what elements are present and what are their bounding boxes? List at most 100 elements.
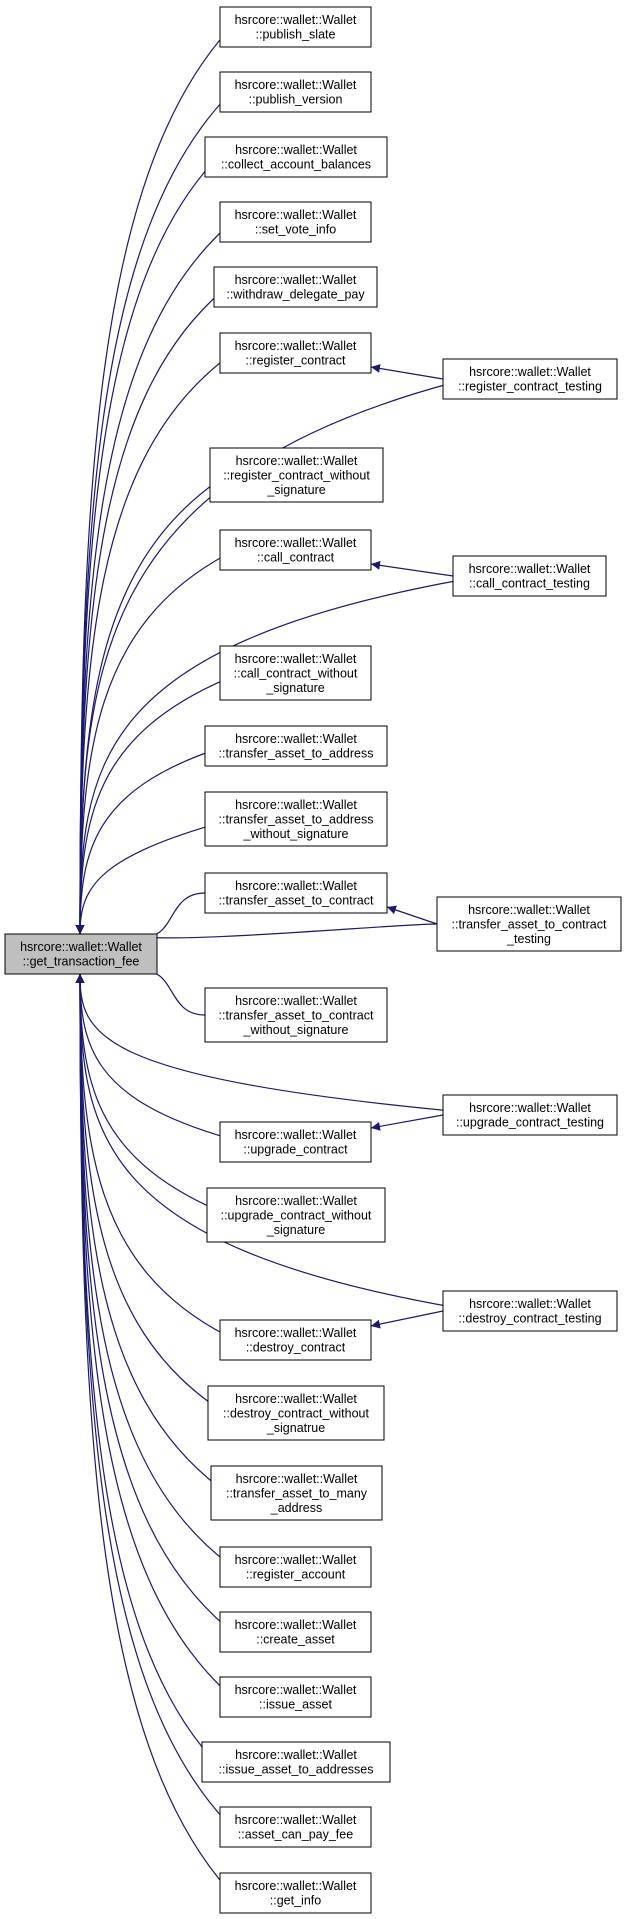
node-publish-slate[interactable]: hsrcore::wallet::Wallet::publish_slate bbox=[219, 6, 372, 48]
node-label-line: hsrcore::wallet::Wallet bbox=[235, 879, 357, 893]
node-destroy-contract[interactable]: hsrcore::wallet::Wallet::destroy_contrac… bbox=[219, 1319, 372, 1361]
node-label-line: hsrcore::wallet::Wallet bbox=[235, 536, 357, 550]
edge-withdraw-delegate-pay-to-root bbox=[75, 290, 223, 935]
node-label-line: _signature bbox=[266, 483, 325, 497]
node-label-line: ::upgrade_contract bbox=[243, 1143, 348, 1157]
edge-issue-asset-to-addresses-to-root bbox=[75, 973, 212, 1759]
node-label-line: ::transfer_asset_to_address bbox=[219, 747, 374, 761]
node-label-line: hsrcore::wallet::Wallet bbox=[236, 1472, 358, 1486]
node-label-line: hsrcore::wallet::Wallet bbox=[235, 1879, 357, 1893]
edge-transfer-asset-to-contract-testing-to-transfer-asset-to-contract bbox=[386, 905, 438, 925]
edge-asset-can-pay-fee-to-root bbox=[75, 973, 228, 1824]
node-transfer-asset-to-contract-testing[interactable]: hsrcore::wallet::Wallet::transfer_asset_… bbox=[436, 896, 622, 952]
node-issue-asset-to-addresses[interactable]: hsrcore::wallet::Wallet::issue_asset_to_… bbox=[201, 1741, 391, 1783]
node-label-line: ::transfer_asset_to_address bbox=[219, 812, 374, 826]
node-box bbox=[219, 71, 372, 113]
node-label-line: hsrcore::wallet::Wallet bbox=[469, 1297, 591, 1311]
node-label-line: ::call_contract bbox=[257, 551, 335, 565]
node-label-line: ::get_transaction_fee bbox=[23, 955, 140, 969]
node-label-line: _signature bbox=[265, 681, 324, 695]
node-label-line: hsrcore::wallet::Wallet bbox=[235, 1326, 357, 1340]
node-upgrade-contract-testing[interactable]: hsrcore::wallet::Wallet::upgrade_contrac… bbox=[442, 1094, 618, 1136]
edge-register-contract-testing-to-register-contract bbox=[370, 364, 444, 380]
node-label-line: hsrcore::wallet::Wallet bbox=[235, 1683, 357, 1697]
node-asset-can-pay-fee[interactable]: hsrcore::wallet::Wallet::asset_can_pay_f… bbox=[219, 1806, 372, 1848]
node-register-contract-without-signature[interactable]: hsrcore::wallet::Wallet::register_contra… bbox=[209, 447, 384, 503]
node-transfer-asset-to-address[interactable]: hsrcore::wallet::Wallet::transfer_asset_… bbox=[204, 725, 388, 767]
node-transfer-asset-to-address-without-signature[interactable]: hsrcore::wallet::Wallet::transfer_asset_… bbox=[204, 791, 388, 847]
node-get-info[interactable]: hsrcore::wallet::Wallet::get_info bbox=[219, 1872, 372, 1914]
node-box bbox=[210, 1465, 383, 1521]
node-label-line: ::register_contract_testing bbox=[458, 380, 602, 394]
edges-layer bbox=[75, 30, 461, 1890]
node-transfer-asset-to-contract[interactable]: hsrcore::wallet::Wallet::transfer_asset_… bbox=[204, 872, 388, 914]
node-label-line: hsrcore::wallet::Wallet bbox=[236, 454, 358, 468]
node-box bbox=[219, 1872, 372, 1914]
edge-register-account-to-root bbox=[75, 973, 228, 1564]
node-label-line: hsrcore::wallet::Wallet bbox=[235, 1813, 357, 1827]
node-label-line: hsrcore::wallet::Wallet bbox=[235, 273, 357, 287]
node-label-line: hsrcore::wallet::Wallet bbox=[235, 732, 357, 746]
edge-upgrade-contract-testing-to-upgrade-contract bbox=[370, 1114, 444, 1131]
node-label-line: ::asset_can_pay_fee bbox=[238, 1828, 353, 1842]
node-box bbox=[206, 1187, 386, 1243]
node-create-asset[interactable]: hsrcore::wallet::Wallet::create_asset bbox=[219, 1611, 372, 1653]
node-box bbox=[219, 529, 372, 571]
node-label-line: ::create_asset bbox=[256, 1633, 335, 1647]
node-call-contract-without-signature[interactable]: hsrcore::wallet::Wallet::call_contract_w… bbox=[219, 645, 372, 701]
node-label-line: hsrcore::wallet::Wallet bbox=[235, 798, 357, 812]
node-label-line: ::register_contract_without bbox=[223, 468, 370, 482]
node-label-line: ::transfer_asset_to_many bbox=[226, 1486, 368, 1500]
node-register-contract[interactable]: hsrcore::wallet::Wallet::register_contra… bbox=[219, 332, 372, 374]
node-box bbox=[436, 896, 622, 952]
node-register-contract-testing[interactable]: hsrcore::wallet::Wallet::register_contra… bbox=[442, 358, 618, 400]
node-label-line: ::destroy_contract_testing bbox=[458, 1312, 601, 1326]
node-box bbox=[219, 1546, 372, 1588]
node-issue-asset[interactable]: hsrcore::wallet::Wallet::issue_asset bbox=[219, 1676, 372, 1718]
node-box bbox=[204, 136, 388, 178]
node-label-line: ::publish_slate bbox=[256, 28, 336, 42]
node-call-contract[interactable]: hsrcore::wallet::Wallet::call_contract bbox=[219, 529, 372, 571]
node-call-contract-testing[interactable]: hsrcore::wallet::Wallet::call_contract_t… bbox=[452, 555, 607, 597]
node-label-line: hsrcore::wallet::Wallet bbox=[20, 940, 142, 954]
node-label-line: ::issue_asset bbox=[259, 1698, 332, 1712]
edge-destroy-contract-testing-to-destroy-contract bbox=[370, 1310, 444, 1329]
root-node-get-transaction-fee[interactable]: hsrcore::wallet::Wallet::get_transaction… bbox=[4, 933, 158, 975]
edge-register-contract-to-root bbox=[75, 356, 228, 935]
node-label-line: _without_signature bbox=[243, 827, 349, 841]
node-box bbox=[452, 555, 607, 597]
node-label-line: hsrcore::wallet::Wallet bbox=[235, 1748, 357, 1762]
node-box bbox=[204, 987, 388, 1043]
node-box bbox=[204, 791, 388, 847]
node-register-account[interactable]: hsrcore::wallet::Wallet::register_accoun… bbox=[219, 1546, 372, 1588]
node-box bbox=[219, 1611, 372, 1653]
node-set-vote-info[interactable]: hsrcore::wallet::Wallet::set_vote_info bbox=[219, 201, 372, 243]
node-label-line: hsrcore::wallet::Wallet bbox=[235, 339, 357, 353]
node-label-line: ::call_contract_without bbox=[234, 666, 358, 680]
edge-upgrade-contract-without-signature-to-root bbox=[75, 973, 217, 1211]
nodes-layer: hsrcore::wallet::Wallet::get_transaction… bbox=[4, 6, 622, 1914]
node-publish-version[interactable]: hsrcore::wallet::Wallet::publish_version bbox=[219, 71, 372, 113]
node-label-line: hsrcore::wallet::Wallet bbox=[469, 562, 591, 576]
node-transfer-asset-to-contract-without-signature[interactable]: hsrcore::wallet::Wallet::transfer_asset_… bbox=[204, 987, 388, 1043]
node-label-line: ::call_contract_testing bbox=[469, 577, 590, 591]
node-box bbox=[207, 1385, 385, 1441]
edge-issue-asset-to-root bbox=[75, 973, 228, 1694]
edge-upgrade-contract-testing-to-root bbox=[75, 973, 452, 1112]
node-withdraw-delegate-pay[interactable]: hsrcore::wallet::Wallet::withdraw_delega… bbox=[213, 266, 378, 308]
node-destroy-contract-without-signatrue[interactable]: hsrcore::wallet::Wallet::destroy_contrac… bbox=[207, 1385, 385, 1441]
node-collect-account-balances[interactable]: hsrcore::wallet::Wallet::collect_account… bbox=[204, 136, 388, 178]
node-upgrade-contract[interactable]: hsrcore::wallet::Wallet::upgrade_contrac… bbox=[219, 1121, 372, 1163]
node-transfer-asset-to-many-address[interactable]: hsrcore::wallet::Wallet::transfer_asset_… bbox=[210, 1465, 383, 1521]
node-upgrade-contract-without-signature[interactable]: hsrcore::wallet::Wallet::upgrade_contrac… bbox=[206, 1187, 386, 1243]
node-destroy-contract-testing[interactable]: hsrcore::wallet::Wallet::destroy_contrac… bbox=[442, 1290, 618, 1332]
edge-destroy-contract-without-signatrue-to-root bbox=[75, 973, 218, 1409]
node-label-line: ::destroy_contract_without bbox=[223, 1406, 369, 1420]
node-box bbox=[219, 1806, 372, 1848]
node-label-line: ::destroy_contract bbox=[246, 1341, 346, 1355]
edge-transfer-asset-to-contract-without-signature-to-root bbox=[136, 965, 206, 1016]
edge-register-contract-testing-to-root bbox=[75, 382, 452, 935]
node-box bbox=[219, 332, 372, 374]
node-label-line: hsrcore::wallet::Wallet bbox=[235, 1128, 357, 1142]
node-label-line: _signatrue bbox=[266, 1421, 325, 1435]
